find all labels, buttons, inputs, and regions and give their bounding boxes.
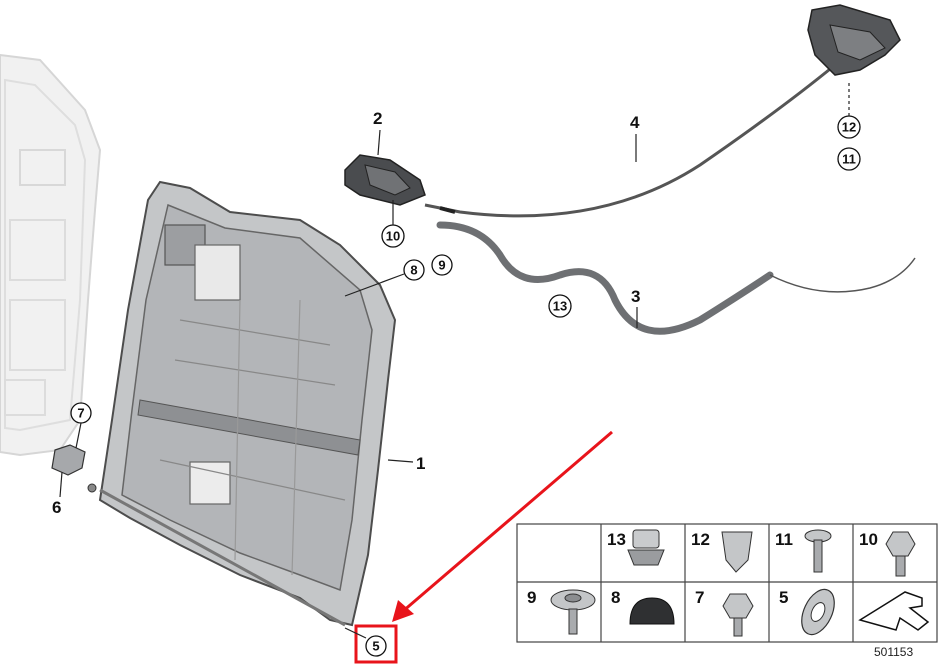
callout-circle-5 xyxy=(365,635,387,657)
cap-icon-8 xyxy=(629,597,675,625)
grid-label-12: 12 xyxy=(691,530,710,549)
grid-label-11: 11 xyxy=(775,530,793,549)
callout-circle-11 xyxy=(837,147,861,171)
callout-4: 4 xyxy=(630,113,640,132)
grid-label-13: 13 xyxy=(607,530,626,549)
highlight-box-5 xyxy=(354,624,398,664)
bushing-icon-5 xyxy=(801,588,835,636)
callout-7: 7 xyxy=(77,406,84,421)
collar-screw-icon-9 xyxy=(550,589,596,635)
callout-9: 9 xyxy=(438,258,445,273)
clip-nut-icon xyxy=(721,531,753,573)
grid-label-5: 5 xyxy=(779,588,788,607)
grid-label-9: 9 xyxy=(527,588,536,607)
hex-bolt-icon-7 xyxy=(722,593,754,637)
grid-label-10: 10 xyxy=(859,530,878,549)
leader-6 xyxy=(59,471,63,498)
leader-5 xyxy=(344,627,367,639)
callout-circle-8 xyxy=(403,259,425,281)
grid-label-8: 8 xyxy=(611,588,620,607)
callout-circle-9 xyxy=(431,254,453,276)
callout-2: 2 xyxy=(373,109,382,128)
leader-7 xyxy=(75,422,82,449)
backrest-frame-part xyxy=(98,180,397,627)
callout-circle-13 xyxy=(548,294,572,318)
highlight-arrow xyxy=(392,430,613,622)
orientation-arrow-icon xyxy=(858,591,930,631)
callout-6: 6 xyxy=(52,498,61,517)
leader-1 xyxy=(387,459,414,463)
leader-2 xyxy=(377,129,381,156)
leader-8 xyxy=(344,273,405,297)
latch-part xyxy=(344,154,426,206)
callout-8: 8 xyxy=(410,263,417,278)
callout-11: 11 xyxy=(842,152,856,167)
sleeved-cable-part xyxy=(436,221,916,335)
callout-10: 10 xyxy=(386,229,400,244)
screw-icon-11 xyxy=(804,529,832,573)
grid-label-7: 7 xyxy=(695,588,704,607)
ghost-seat-frame xyxy=(0,53,102,457)
callout-1: 1 xyxy=(416,454,425,473)
grommet-clip-icon xyxy=(627,529,665,566)
callout-3: 3 xyxy=(631,287,640,306)
reference-number: 501153 xyxy=(874,645,913,659)
bowden-cable-part xyxy=(424,63,836,218)
hex-bolt-icon-10 xyxy=(885,531,916,577)
callout-13: 13 xyxy=(553,299,567,314)
release-handle-part xyxy=(807,4,901,76)
callout-12: 12 xyxy=(842,120,856,135)
hinge-bracket-part xyxy=(51,444,97,493)
callout-5: 5 xyxy=(372,639,379,654)
